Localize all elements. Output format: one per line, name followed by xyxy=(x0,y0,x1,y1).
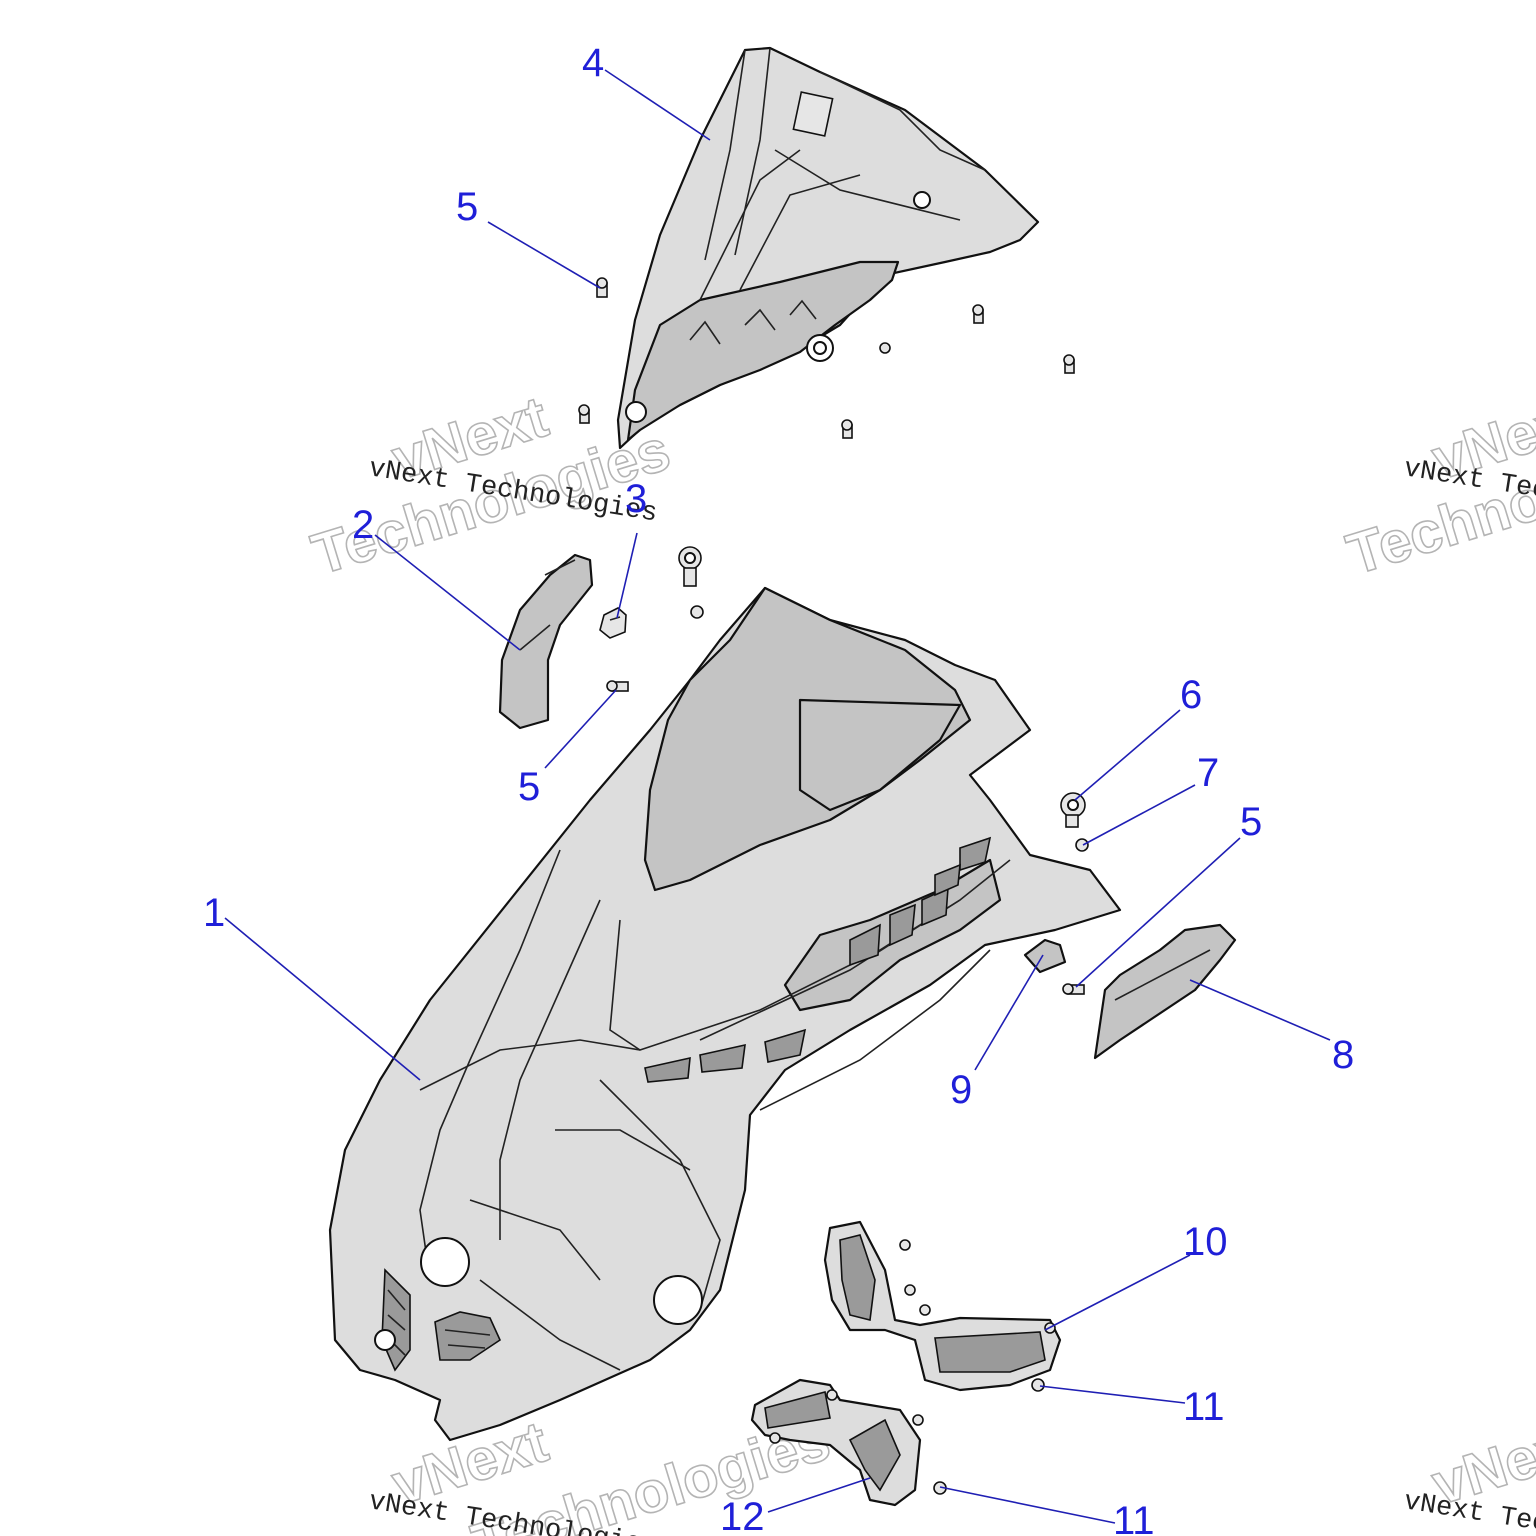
part-8-side-panel xyxy=(1093,923,1237,1060)
screw-icon xyxy=(879,342,891,354)
grille-right xyxy=(434,1311,502,1361)
screw-icon xyxy=(606,680,629,692)
nut-icon xyxy=(899,1239,911,1251)
leader-6 xyxy=(1074,709,1181,801)
callout-6: 6 xyxy=(1180,673,1202,717)
leader-12 xyxy=(767,1477,871,1513)
nut-icon xyxy=(769,1432,781,1444)
washer-icon xyxy=(1075,838,1089,852)
screw-icon xyxy=(1062,983,1085,995)
callout-10: 10 xyxy=(1183,1220,1228,1264)
part-9-clip xyxy=(1023,938,1067,974)
leader-7 xyxy=(1082,784,1196,846)
leader-11a xyxy=(1039,1385,1186,1404)
leader-5b xyxy=(544,689,617,769)
leader-4 xyxy=(604,69,711,141)
screw-icon xyxy=(596,277,608,298)
nut-icon xyxy=(690,605,704,619)
part-10-decal xyxy=(823,1220,1062,1392)
screw-icon xyxy=(1063,354,1075,374)
leader-3 xyxy=(616,532,638,619)
callout-labels: 4 5 2 3 5 6 7 5 1 8 9 10 11 12 11 xyxy=(203,41,1354,1536)
leader-10 xyxy=(1044,1254,1191,1331)
nut-icon xyxy=(826,1389,838,1401)
leader-2 xyxy=(374,534,521,651)
callout-5-mid: 5 xyxy=(518,765,540,809)
nut-icon xyxy=(919,1304,931,1316)
callout-11-upper: 11 xyxy=(1183,1385,1225,1429)
callout-5-top: 5 xyxy=(456,185,478,229)
nut-icon xyxy=(1031,1378,1045,1392)
leader-1 xyxy=(224,917,421,1081)
leader-9 xyxy=(974,954,1044,1071)
screw-icon xyxy=(841,419,853,439)
callout-11-lower: 11 xyxy=(1113,1499,1155,1536)
callout-5-right: 5 xyxy=(1240,800,1262,844)
nut-icon xyxy=(904,1284,916,1296)
screw-icon xyxy=(972,304,984,324)
dash-fasteners xyxy=(578,277,1075,439)
callout-8: 8 xyxy=(1332,1033,1354,1077)
fasteners-6-7 xyxy=(1060,792,1089,852)
part-4-dash-panel xyxy=(616,46,1040,450)
leader-11b xyxy=(939,1486,1116,1524)
leader-5c xyxy=(1075,837,1241,988)
callout-9: 9 xyxy=(950,1068,972,1112)
screw-icon xyxy=(578,404,590,424)
part-3-clip xyxy=(599,607,627,639)
callout-12: 12 xyxy=(720,1495,765,1536)
callout-1: 1 xyxy=(203,891,225,935)
callout-3: 3 xyxy=(625,477,647,521)
part-12-decal xyxy=(750,1378,947,1507)
part-2-side-trim xyxy=(498,553,594,730)
callout-7: 7 xyxy=(1197,751,1219,795)
callout-4: 4 xyxy=(582,41,604,85)
bolt-icon xyxy=(678,546,702,587)
nut-icon xyxy=(912,1414,924,1426)
hood-vents xyxy=(644,836,992,1083)
clip-fasteners xyxy=(606,546,704,692)
bolt-icon xyxy=(1060,792,1086,828)
leader-8 xyxy=(1189,979,1331,1041)
leader-5a xyxy=(487,221,601,289)
leader-lines xyxy=(224,69,1331,1524)
callout-2: 2 xyxy=(352,503,374,547)
part-1-hood xyxy=(328,586,1122,1442)
